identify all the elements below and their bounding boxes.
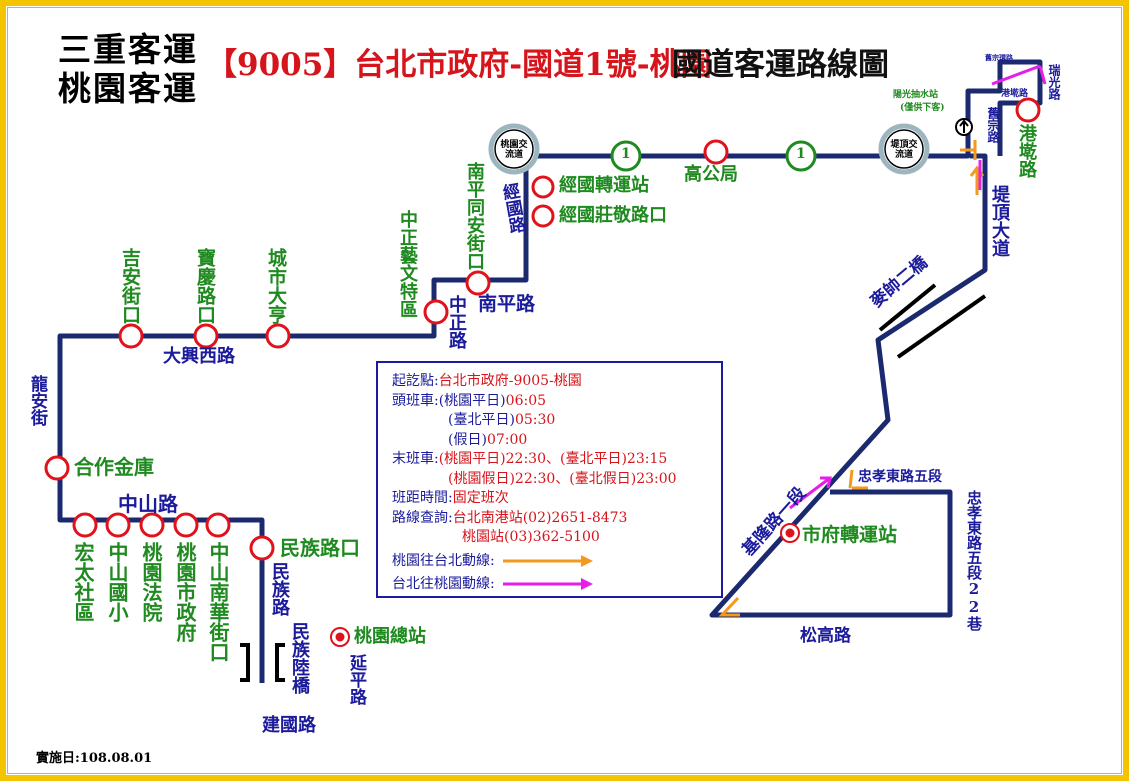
first-bus-1-label: (桃園平日) bbox=[438, 392, 506, 409]
origin-label: 起訖點: bbox=[392, 373, 439, 389]
terminal-cityhall-dot bbox=[785, 528, 795, 538]
road-zhongzheng: 中正路 bbox=[446, 295, 467, 349]
legend-to-taipei-label: 桃園往台北動線: bbox=[392, 552, 495, 569]
stop-label-gaogongju: 高公局 bbox=[684, 164, 738, 185]
stop-label-hezuo-jinku: 合作金庫 bbox=[74, 455, 154, 479]
query-2: 桃園站(03)362-5100 bbox=[462, 529, 600, 545]
headway-label: 班距時間: bbox=[392, 490, 453, 506]
stop-gangshan-rd bbox=[1015, 97, 1041, 123]
road-longan: 龍安街 bbox=[27, 375, 47, 426]
stop-label-city-hall-terminal: 市府轉運站 bbox=[802, 524, 898, 546]
company-taoyuan: 桃園客運 bbox=[58, 69, 198, 108]
road-zhongshan: 中山路 bbox=[118, 492, 178, 516]
stop-label-zhongshan-nanhua: 中山南華街口 bbox=[206, 542, 230, 662]
stop-bao-qing bbox=[193, 323, 219, 349]
road-yanping: 延平路 bbox=[346, 654, 366, 705]
bridge-markers bbox=[240, 283, 987, 682]
stop-label-zhongzheng-art: 中正藝文特區 bbox=[397, 210, 418, 318]
road-nanping: 南平路 bbox=[478, 293, 536, 315]
freeway-shields bbox=[610, 140, 817, 172]
stop-label-nanping-tongan: 南平同安街口 bbox=[464, 162, 485, 270]
stop-label-yangguang-note: (僅供下客) bbox=[900, 103, 945, 113]
road-ruiguang: 瑞光路 bbox=[1047, 64, 1061, 100]
stop-zhongshan-nanhua bbox=[205, 512, 231, 538]
road-daxing-w: 大興西路 bbox=[163, 346, 235, 367]
road-minzu-overpass: 民族陸橋 bbox=[289, 622, 310, 694]
terminal-taoyuan-dot bbox=[335, 632, 345, 642]
stop-label-bao-qing: 寶慶路口 bbox=[194, 248, 216, 324]
stop-jingguo-terminal bbox=[531, 175, 555, 199]
stop-label-hongtai: 宏太社區 bbox=[71, 542, 95, 622]
first-bus-2-value: 05:30 bbox=[514, 412, 556, 428]
legend-to-taipei-arrow bbox=[503, 554, 594, 567]
route-info-box: 起訖點:台北市政府-9005-桃園 頭班車:(桃園平日)06:05 (臺北平日)… bbox=[376, 361, 723, 598]
freeway-1-label-b: 1 bbox=[796, 146, 806, 162]
first-bus-3-label: (假日) bbox=[448, 431, 487, 448]
legend-to-taoyuan-label: 台北往桃園動線: bbox=[392, 576, 495, 592]
stop-minzu-rd bbox=[249, 535, 275, 561]
last-bus-label: 末班車: bbox=[392, 451, 439, 467]
stop-label-jingguo-terminal: 經國轉運站 bbox=[559, 175, 649, 196]
first-bus-3-value: 07:00 bbox=[486, 431, 528, 448]
interchange-dianding: 堤頂交流道 bbox=[890, 140, 918, 160]
stop-label-minzu-rd: 民族路口 bbox=[280, 536, 360, 560]
stop-label-jingguo-zhuangjing: 經國莊敬路口 bbox=[559, 205, 667, 226]
road-gangshan-small: 港墘路 bbox=[1001, 89, 1029, 99]
route-title: 【9005】台北市政府-國道1號-桃園 bbox=[206, 47, 712, 83]
effective-date: 實施日:108.08.01 bbox=[36, 751, 153, 766]
stop-hezuo-jinku bbox=[44, 455, 70, 481]
first-bus-label: 頭班車: bbox=[392, 392, 439, 409]
query-label: 路線查詢: bbox=[392, 509, 453, 526]
stop-label-taoyuan-main-station: 桃園總站 bbox=[354, 626, 426, 647]
stop-label-gangshan-rd: 港墘路 bbox=[1016, 124, 1037, 178]
stop-label-jian-an: 吉安街口 bbox=[119, 248, 141, 324]
legend-to-taoyuan-arrow bbox=[503, 578, 594, 590]
headway-value: 固定班次 bbox=[452, 490, 509, 506]
stop-label-taoyuan-city-hall: 桃園市政府 bbox=[173, 542, 197, 642]
stop-gaogongju bbox=[703, 139, 729, 165]
stop-taoyuan-court bbox=[139, 512, 165, 538]
road-zhongxiao-e5: 忠孝東路五段 bbox=[858, 469, 942, 485]
last-bus-1: (桃園平日)22:30、(臺北平日)23:15 bbox=[438, 451, 668, 467]
route-line-west bbox=[57, 59, 1043, 683]
stop-label-city-taiyi: 城市大亨 bbox=[265, 248, 287, 324]
stop-label-yangguang-pump: 陽光抽水站 bbox=[893, 90, 939, 100]
road-dianding: 堤頂大道 bbox=[989, 185, 1010, 257]
route-subtitle: 國道客運路線圖 bbox=[672, 47, 889, 83]
road-minzu: 民族路 bbox=[269, 562, 290, 616]
road-zhouzi: 舊宗環路 bbox=[985, 53, 1013, 62]
stop-zhongzheng-art bbox=[423, 299, 449, 325]
stop-city-taiyi bbox=[265, 323, 291, 349]
road-jianguo: 建國路 bbox=[262, 715, 316, 736]
first-bus-1-value: 06:05 bbox=[505, 392, 547, 409]
interchange-taoyuan: 桃園交流道 bbox=[500, 140, 528, 160]
stop-nanping-tongan bbox=[465, 270, 491, 296]
origin-value: 台北市政府-9005-桃園 bbox=[438, 373, 582, 389]
last-bus-2: (桃園假日)22:30、(臺北假日)23:00 bbox=[448, 470, 677, 487]
stop-taoyuan-city-hall bbox=[173, 512, 199, 538]
stop-label-zhongshan-school: 中山國小 bbox=[105, 542, 129, 622]
stop-jingguo-zhuangjing bbox=[531, 204, 555, 228]
stop-jian-an bbox=[118, 323, 144, 349]
road-zhongxiao-e5-22: 忠孝東路五段22巷 bbox=[965, 490, 983, 631]
company-sanchong: 三重客運 bbox=[58, 30, 198, 69]
road-songgao: 松高路 bbox=[800, 626, 851, 646]
first-bus-2-label: (臺北平日) bbox=[448, 412, 515, 428]
to-taoyuan-arrows bbox=[789, 64, 1047, 510]
stop-label-taoyuan-court: 桃園法院 bbox=[139, 542, 163, 622]
road-jiuzong: 舊宗路 bbox=[986, 107, 1000, 143]
query-1: 台北南港站(02)2651-8473 bbox=[452, 509, 628, 526]
stop-hongtai bbox=[72, 512, 98, 538]
freeway-1-label-a: 1 bbox=[621, 146, 631, 162]
route-line-east bbox=[709, 153, 988, 618]
stop-zhongshan-school bbox=[105, 512, 131, 538]
